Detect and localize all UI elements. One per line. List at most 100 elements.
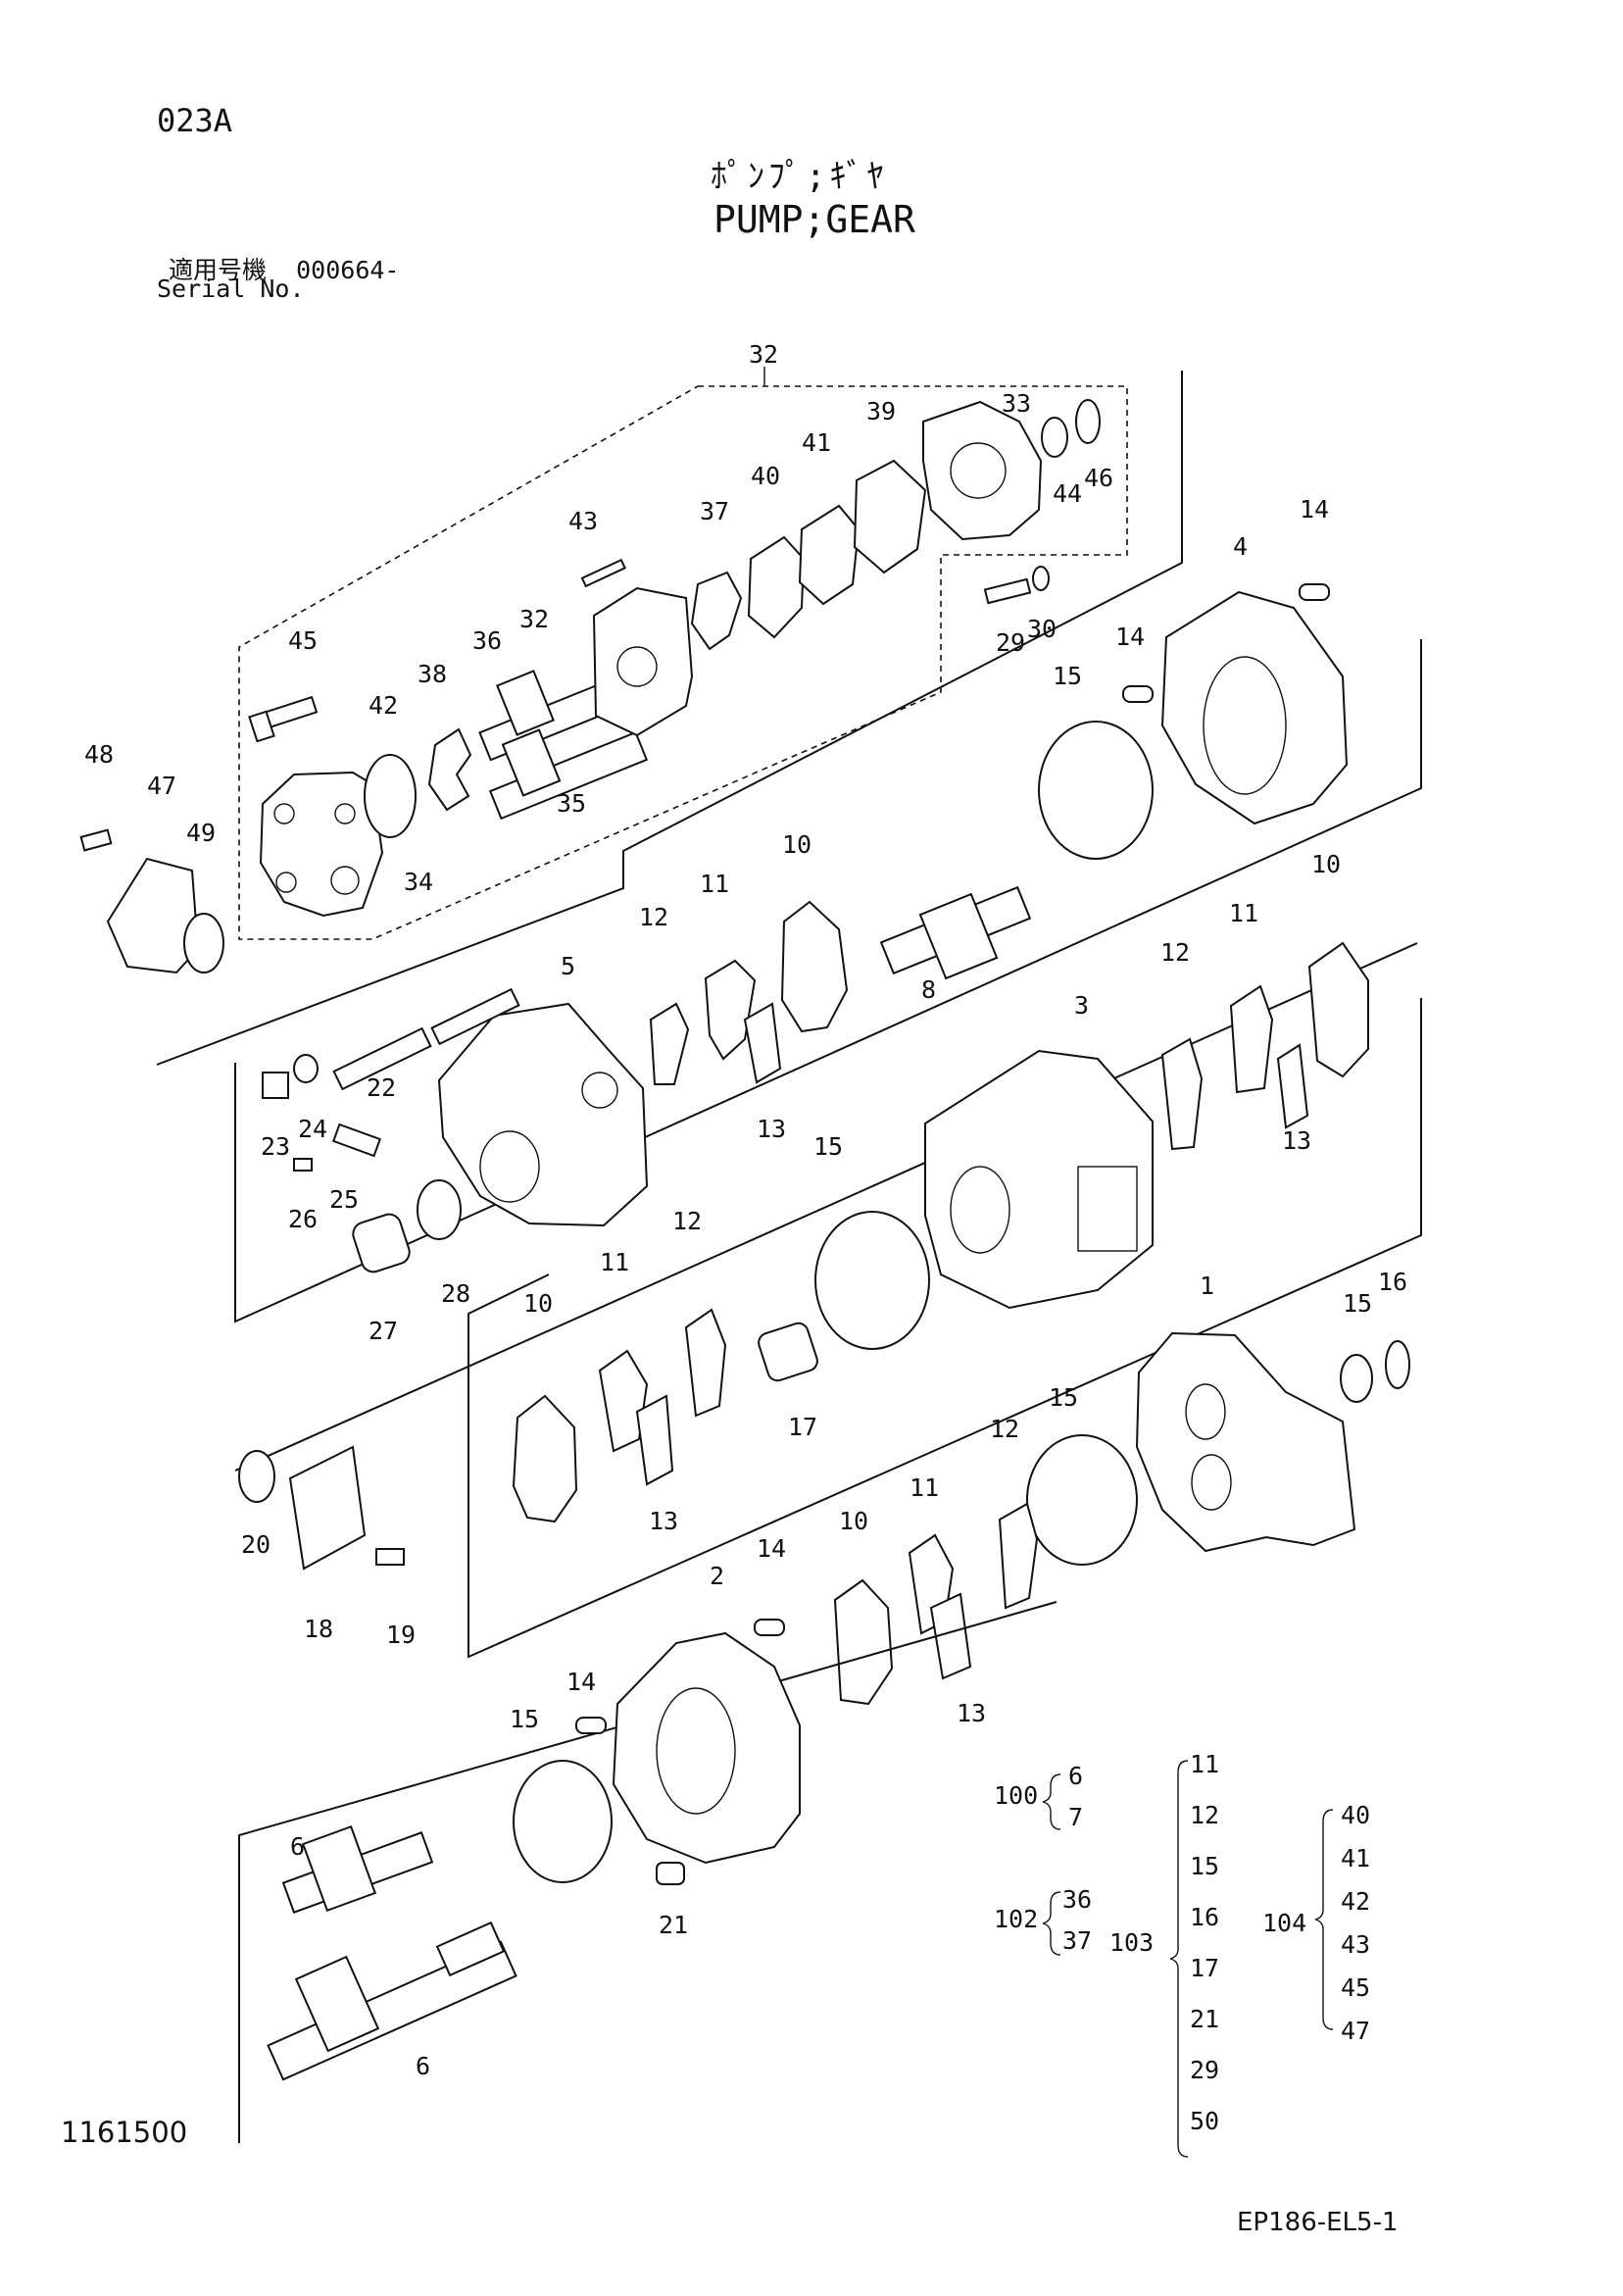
callout-label: 13 (1282, 1126, 1311, 1155)
gasket-part (798, 504, 861, 606)
assembly-part: 21 (1190, 2005, 1219, 2033)
callout-label: 27 (369, 1317, 398, 1345)
case-part (924, 1049, 1154, 1310)
seal-part (1160, 1037, 1204, 1151)
o-ring-part (417, 1179, 462, 1240)
assembly-table: 100 6 7 102 36 37 103 11 12 15 16 17 21 … (994, 1750, 1370, 2158)
bearing-part (758, 1322, 818, 1382)
plate-part (690, 571, 743, 651)
case-part (612, 1631, 801, 1865)
assembly-part: 50 (1190, 2107, 1219, 2135)
serial-line-japanese: 適用号機 000664- (169, 251, 399, 286)
side-plate-part (780, 900, 849, 1033)
callout-label: 30 (1027, 615, 1057, 643)
cover-part (259, 771, 384, 918)
callout-label: 33 (1002, 389, 1031, 418)
callout-label: 12 (672, 1207, 702, 1235)
callout-label: 42 (369, 691, 398, 720)
callout-label: 3 (1074, 991, 1089, 1020)
callout-label: 38 (418, 660, 447, 688)
seal-part (649, 1002, 690, 1085)
callout-label: 11 (700, 870, 729, 898)
callout-label: 15 (813, 1132, 843, 1161)
stud-part (430, 987, 520, 1046)
subassembly-32-outline (156, 367, 1183, 1066)
cover-plate-part (106, 857, 200, 974)
callout-label: 15 (1049, 1383, 1078, 1412)
callout-label: 5 (561, 952, 575, 980)
o-ring-part (183, 913, 224, 973)
stud-part (332, 1026, 432, 1091)
spline-part (435, 1921, 506, 1977)
callout-label: 39 (866, 397, 896, 425)
pin-part (754, 1619, 785, 1636)
callout-label: 15 (510, 1705, 539, 1733)
plate-part (288, 1445, 367, 1571)
gasket-part (1026, 1434, 1138, 1566)
backup-ring-part (1276, 1043, 1309, 1129)
serial-label-en: Serial No. (157, 275, 305, 303)
callout-label: 2 (710, 1562, 724, 1590)
assembly-part: 41 (1341, 1844, 1370, 1872)
washer-part (1032, 566, 1050, 591)
callout-label: 24 (298, 1115, 327, 1143)
callout-labels: 32 33 39 41 40 37 43 44 46 32 36 45 38 4… (84, 340, 1407, 2080)
callout-label: 25 (329, 1185, 359, 1214)
backup-ring-part (929, 1592, 972, 1680)
callout-label: 8 (921, 975, 936, 1004)
name-plate-part (331, 1123, 382, 1158)
title-japanese: ﾎﾟﾝﾌﾟ;ｷﾞﾔ (711, 157, 888, 196)
callout-label: 26 (288, 1205, 318, 1233)
frame-line (467, 998, 1422, 1659)
assembly-part: 45 (1341, 1973, 1370, 2002)
assembly-part: 47 (1341, 2017, 1370, 2045)
bolt-part (375, 1548, 405, 1566)
callout-label: 28 (441, 1279, 470, 1308)
assembly-part: 43 (1341, 1930, 1370, 1959)
side-plate-part (1307, 941, 1369, 1078)
assembly-part: 12 (1190, 1801, 1219, 1829)
seal-part (704, 959, 757, 1061)
assembly-part: 16 (1190, 1903, 1219, 1931)
snap-ring-part (1075, 399, 1101, 444)
callout-label: 41 (802, 428, 831, 457)
callout-label: 29 (996, 628, 1025, 657)
callout-label: 12 (639, 903, 668, 931)
callout-label: 13 (649, 1507, 678, 1535)
callout-label: 23 (261, 1132, 290, 1161)
callout-label: 37 (700, 497, 729, 525)
gear-shafts (478, 670, 649, 821)
callout-label: 13 (757, 1115, 786, 1143)
pin-part (656, 1862, 685, 1885)
callout-label: 4 (1233, 532, 1248, 561)
assembly-part: 15 (1190, 1852, 1219, 1880)
callout-label: 15 (1053, 662, 1082, 690)
assembly-part: 29 (1190, 2056, 1219, 2084)
callout-label: 14 (757, 1534, 786, 1563)
assembly-id: 102 (994, 1905, 1038, 1933)
callout-label: 11 (1229, 899, 1258, 927)
backup-ring-part (635, 1394, 674, 1486)
assembly-id: 104 (1262, 1909, 1306, 1937)
side-plate-part (833, 1578, 894, 1706)
callout-label: 12 (1160, 938, 1190, 967)
document-number: 1161500 (61, 2116, 188, 2149)
pin-part (575, 1717, 607, 1734)
callout-label: 14 (1115, 623, 1145, 651)
callout-label: 10 (1311, 850, 1341, 878)
callout-label: 19 (386, 1621, 416, 1649)
nut-part (262, 1072, 289, 1099)
gasket-part (1038, 721, 1154, 860)
callout-label: 17 (788, 1413, 817, 1441)
callout-label: 21 (659, 1911, 688, 1939)
assembly-part: 42 (1341, 1887, 1370, 1916)
gear-part (301, 1824, 377, 1913)
frame-line (238, 1601, 1057, 2143)
callout-label: 44 (1053, 479, 1082, 508)
callout-label: 18 (304, 1615, 333, 1643)
frame-line (234, 639, 1422, 1323)
callout-label: 34 (404, 868, 433, 896)
backup-ring-part (743, 1002, 782, 1084)
callout-label: 10 (782, 830, 812, 859)
